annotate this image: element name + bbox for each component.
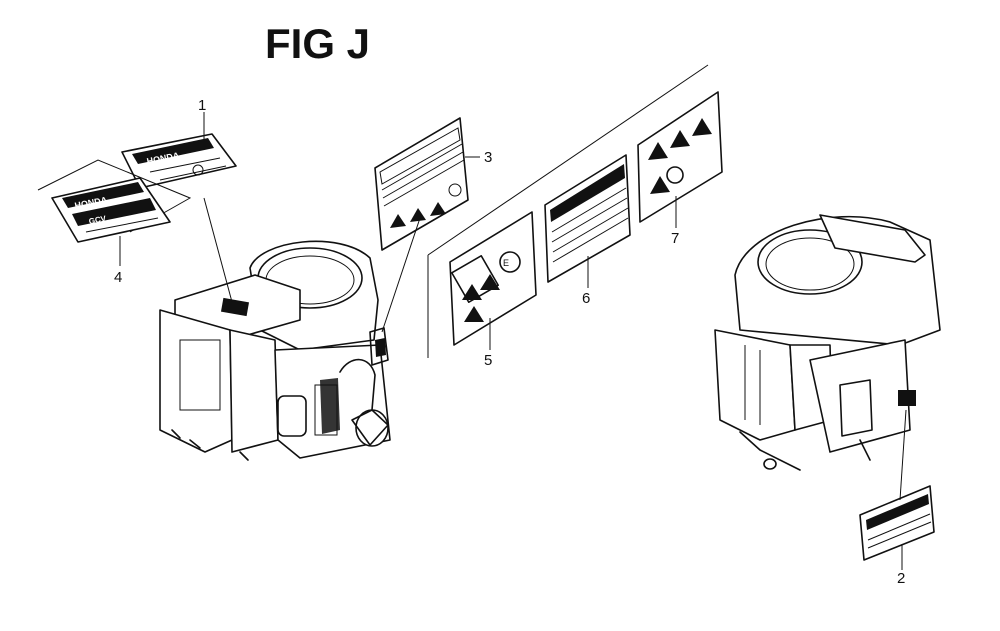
svg-text:E: E (503, 258, 509, 268)
figure-title: FIG J (265, 20, 370, 67)
callout-1: 1 (198, 97, 206, 114)
decal-panel (427, 64, 709, 358)
callout-6: 6 (582, 290, 590, 307)
callout-7: 7 (671, 230, 679, 247)
decal-4-model: GCV (88, 214, 107, 226)
decal-6 (544, 154, 631, 283)
engine-left (159, 240, 391, 461)
engine-right (714, 214, 941, 471)
decal-5: E (449, 211, 537, 346)
decal-7 (637, 91, 723, 223)
callout-4: 4 (114, 269, 122, 286)
decal-3 (374, 117, 469, 251)
decal-4: HONDA GCV (37, 159, 192, 243)
callout-2: 2 (897, 570, 905, 587)
decal-1: HONDA (121, 133, 237, 189)
callout-5: 5 (484, 352, 492, 369)
decal-2 (859, 485, 935, 561)
callout-3: 3 (484, 149, 492, 166)
leader-lines (119, 112, 907, 570)
